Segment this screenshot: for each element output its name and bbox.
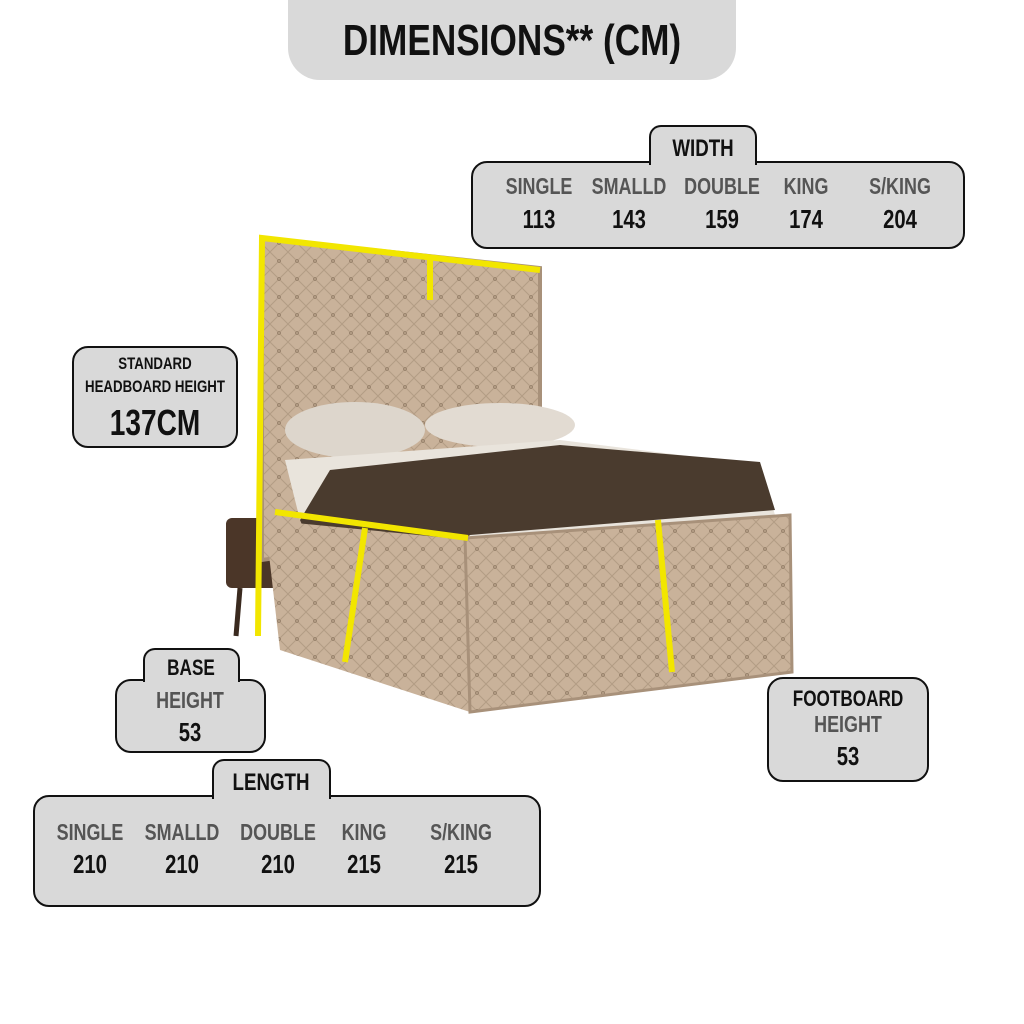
width-label: SINGLE [505, 173, 573, 199]
headboard-value: 137CM [109, 402, 201, 443]
headboard-height-panel: STANDARD HEADBOARD HEIGHT 137CM [72, 346, 238, 448]
length-heading: LENGTH [232, 769, 310, 796]
length-label: SMALLD [144, 819, 220, 845]
footboard-label: HEIGHT [814, 711, 882, 737]
width-label: DOUBLE [684, 173, 760, 199]
footboard [463, 513, 794, 714]
page-title: DIMENSIONS** (CM) [342, 16, 682, 65]
width-value: 113 [522, 204, 556, 234]
width-value: 174 [789, 204, 823, 234]
length-value: 215 [444, 849, 478, 879]
length-value: 215 [347, 849, 381, 879]
length-value: 210 [165, 849, 199, 879]
footboard-value: 53 [836, 741, 860, 771]
base-value: 53 [178, 717, 202, 747]
base-height-panel: HEIGHT 53 [115, 679, 266, 753]
headboard-line2: HEADBOARD HEIGHT [85, 377, 225, 396]
pillow [425, 403, 575, 447]
length-label: SINGLE [56, 819, 124, 845]
base-tab: BASE [143, 648, 240, 682]
title-banner: DIMENSIONS** (CM) [288, 0, 736, 80]
length-value: 210 [261, 849, 295, 879]
width-tab: WIDTH [649, 125, 757, 165]
width-value: 204 [883, 204, 917, 234]
length-label: S/KING [430, 819, 492, 845]
pillow [285, 402, 425, 458]
length-value: 210 [73, 849, 107, 879]
measure-lines [255, 234, 675, 673]
length-panel: SINGLE SMALLD DOUBLE KING S/KING 210 210… [33, 795, 541, 907]
width-label: SMALLD [591, 173, 667, 199]
width-label: KING [783, 173, 829, 199]
length-label: KING [341, 819, 387, 845]
footboard-heading: FOOTBOARD [792, 686, 904, 711]
length-label: DOUBLE [240, 819, 316, 845]
base-heading: BASE [167, 655, 215, 680]
length-tab: LENGTH [212, 759, 331, 799]
base-label: HEIGHT [156, 687, 224, 713]
bed-base-side [265, 520, 470, 712]
width-value: 143 [612, 204, 646, 234]
footboard-height-panel: FOOTBOARD HEIGHT 53 [767, 677, 929, 782]
width-label: S/KING [869, 173, 931, 199]
width-value: 159 [705, 204, 739, 234]
width-heading: WIDTH [672, 135, 734, 162]
width-panel: SINGLE SMALLD DOUBLE KING S/KING 113 143… [471, 161, 965, 249]
headboard-line1: STANDARD [118, 354, 192, 373]
